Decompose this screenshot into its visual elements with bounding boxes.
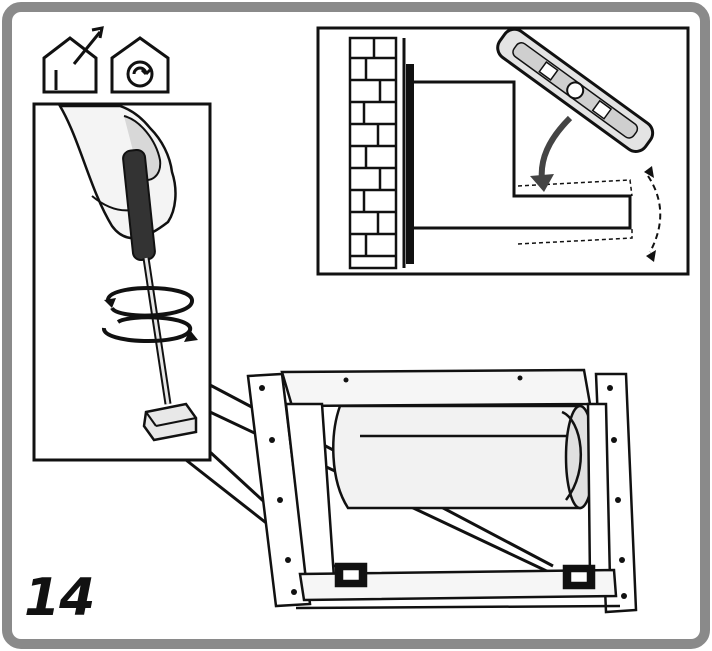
screwdriver-detail-panel bbox=[32, 102, 212, 462]
house-recirculation-icon bbox=[110, 36, 170, 94]
hood-unit bbox=[246, 368, 638, 614]
step-number: 14 bbox=[24, 568, 95, 628]
bracket-holes bbox=[259, 375, 627, 599]
spirit-level bbox=[496, 27, 655, 153]
brick-wall bbox=[348, 36, 398, 270]
house-vent-out-icon bbox=[42, 26, 104, 94]
level-detail-panel bbox=[316, 26, 690, 276]
